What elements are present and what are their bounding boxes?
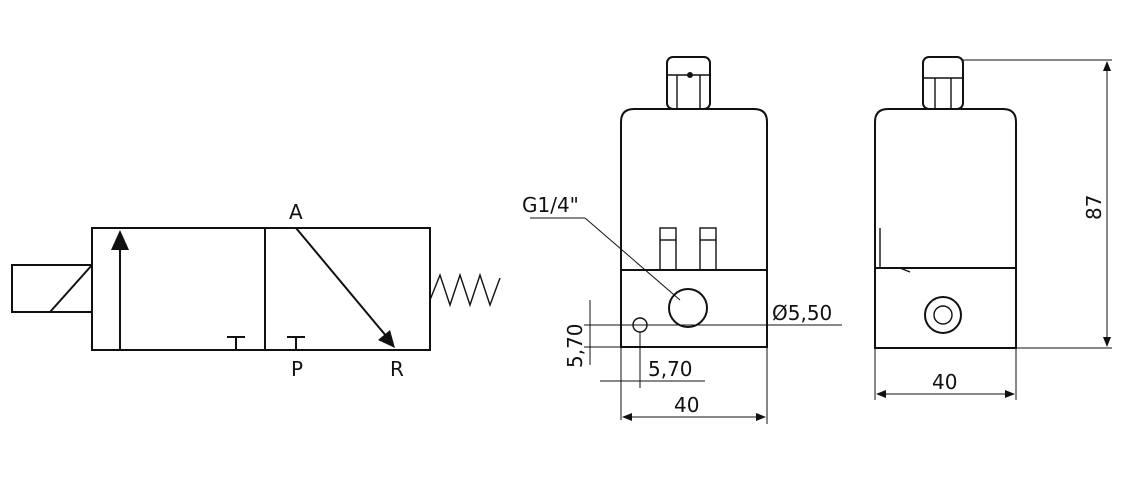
coil-housing <box>620 108 768 270</box>
port-label-a: A <box>289 200 303 224</box>
valve-body <box>91 227 431 351</box>
right-position <box>287 227 395 350</box>
height-label: 87 <box>1082 195 1106 220</box>
front-view: G1/4" Ø5,50 5,70 5,70 40 <box>522 56 842 424</box>
connector-cap <box>666 56 711 110</box>
side-coil-housing <box>874 108 1017 268</box>
diameter-label: Ø5,50 <box>772 301 832 325</box>
coil-clips <box>659 227 717 271</box>
thread-callout: G1/4" <box>522 193 681 301</box>
thread-label: G1/4" <box>522 193 579 217</box>
vertical-offset-label: 5,70 <box>563 323 587 368</box>
vertical-offset-dimension: 5,70 <box>563 300 621 368</box>
horizontal-offset-dimension: 5,70 <box>600 332 705 420</box>
side-valve-base <box>874 267 1017 349</box>
return-spring <box>429 272 501 308</box>
side-width-label: 40 <box>932 370 957 394</box>
height-dimension: 87 <box>963 59 1112 349</box>
port-label-p: P <box>291 357 303 381</box>
horizontal-offset-label: 5,70 <box>648 357 693 381</box>
side-connector-cap <box>922 56 964 110</box>
front-width-label: 40 <box>674 393 699 417</box>
solenoid-actuator <box>11 264 93 313</box>
side-port <box>924 296 962 334</box>
valve-base <box>620 269 768 348</box>
side-width-dimension: 40 <box>874 348 1017 400</box>
front-width-dimension: 40 <box>622 347 768 424</box>
thread-port <box>668 288 708 328</box>
side-view: 87 40 <box>874 56 1112 400</box>
left-position <box>111 230 245 350</box>
valve-symbol: A P R <box>11 200 501 381</box>
port-label-r: R <box>390 357 404 381</box>
diameter-callout: Ø5,50 <box>595 301 842 326</box>
